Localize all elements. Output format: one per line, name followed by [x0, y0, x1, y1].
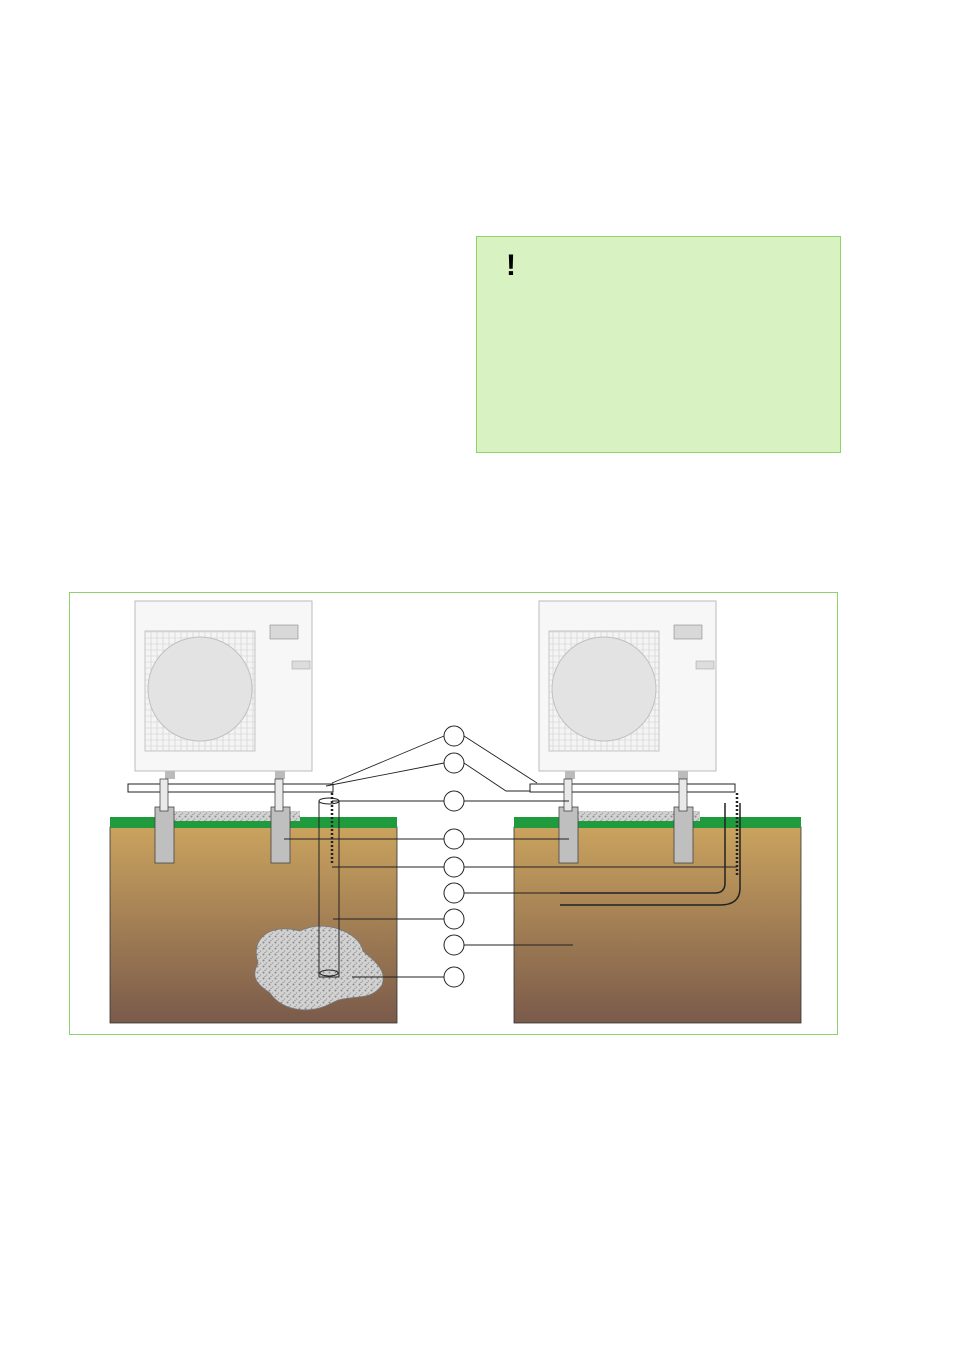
callout-3 — [443, 790, 465, 812]
callout-1 — [443, 725, 465, 747]
exclamation-icon: ! — [506, 249, 516, 282]
left-ground — [109, 788, 398, 1024]
right-ground — [513, 793, 802, 1024]
callout-6 — [443, 882, 465, 904]
callout-5 — [443, 856, 465, 878]
callout-8 — [443, 934, 465, 956]
installation-figure — [69, 592, 838, 1035]
callout-2 — [443, 752, 465, 774]
callout-4 — [443, 828, 465, 850]
leader-lines — [284, 735, 737, 978]
callout-9 — [443, 966, 465, 988]
callout-markers — [443, 725, 465, 988]
left-outdoor-unit — [127, 600, 334, 812]
callout-7 — [443, 908, 465, 930]
warning-note: ! — [476, 236, 841, 453]
right-outdoor-unit — [529, 600, 736, 812]
